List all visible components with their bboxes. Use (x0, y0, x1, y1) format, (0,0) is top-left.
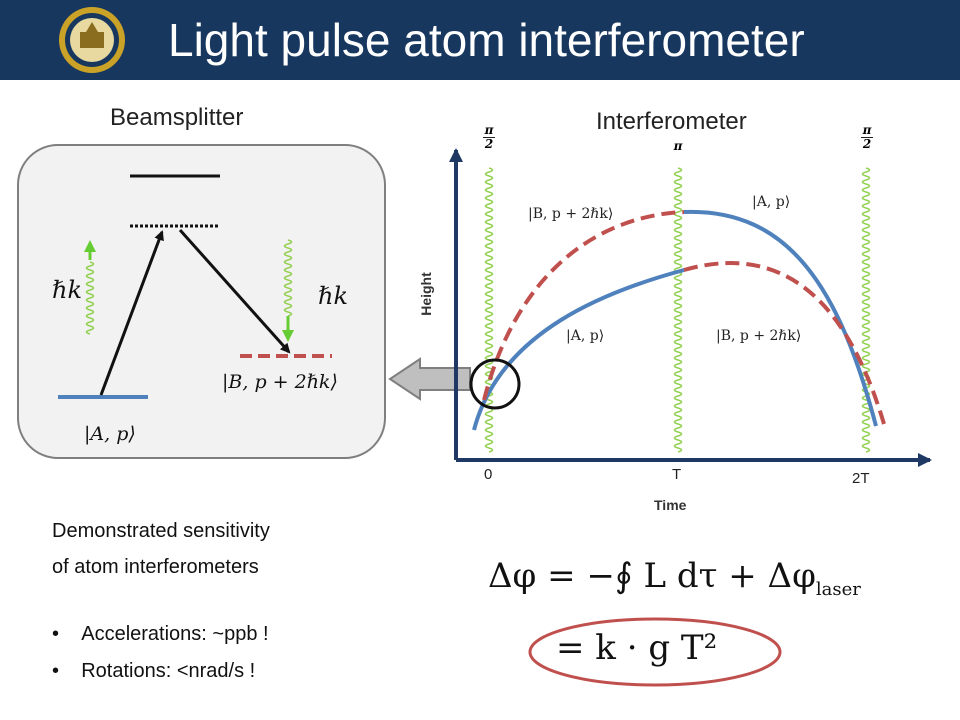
laser-pulse-0 (484, 167, 494, 453)
y-axis-label: Height (417, 272, 434, 316)
bullet-dot-icon: • (52, 623, 82, 645)
laser-pulse-2T (861, 167, 871, 453)
sensitivity-line-2: of atom interferometers (52, 556, 259, 578)
phase-equation-sub: laser (815, 578, 861, 600)
photon-label-left: ℏk (52, 276, 82, 304)
pulse-1-num: π (673, 139, 683, 153)
pulse-label-T: π (668, 140, 688, 153)
excited-state-label: |B, p + 2ℏk⟩ (222, 371, 338, 393)
page-title: Light pulse atom interferometer (168, 14, 805, 66)
phase-equation: Δφ = −∮ L dτ + Δφlaser (488, 556, 861, 600)
tick-label-T: T (672, 466, 682, 483)
bullet-accelerations-text: Accelerations: ~ppb ! (81, 623, 269, 645)
photon-wave-right (283, 239, 293, 317)
ground-state-label: |A, p⟩ (84, 423, 136, 445)
pulse-2-den: 2 (862, 137, 872, 151)
result-equation-text: = k · g T² (556, 628, 718, 668)
path-label-upper-left: |B, p + 2ℏk⟩ (528, 206, 614, 222)
beamsplitter-box (17, 144, 386, 459)
zoom-pointer-arrow (388, 357, 471, 401)
emission-arrow (178, 229, 291, 354)
university-seal-icon (59, 7, 125, 73)
title-banner (0, 0, 960, 80)
path-label-lower-right: |B, p + 2ℏk⟩ (716, 328, 802, 344)
laser-pulse-T (673, 167, 683, 453)
pulse-2-num: π (862, 123, 872, 137)
bullet-rotations: • Rotations: <nrad/s ! (52, 660, 255, 683)
absorption-arrow (99, 230, 164, 396)
beamsplitter-heading: Beamsplitter (110, 104, 244, 131)
result-highlight-oval (528, 617, 782, 687)
bullet-rotations-text: Rotations: <nrad/s ! (81, 660, 256, 682)
phase-equation-main: Δφ = −∮ L dτ + Δφ (488, 556, 816, 596)
tick-label-2T: 2T (852, 470, 870, 487)
pulse-0-num: π (484, 123, 494, 137)
tick-label-0: 0 (484, 466, 493, 483)
sensitivity-line-1: Demonstrated sensitivity (52, 520, 270, 542)
red-upper-path (482, 210, 685, 401)
interferometer-heading: Interferometer (596, 108, 747, 135)
pulse-label-2T: π 2 (857, 124, 877, 151)
pulse-0-den: 2 (484, 137, 494, 151)
blue-lower-path (472, 268, 685, 431)
result-equation: = k · g T² (556, 628, 717, 668)
x-axis-label: Time (654, 497, 687, 513)
diagram-canvas (17, 144, 932, 687)
photon-label-right: ℏk (318, 282, 348, 310)
path-label-upper-right: |A, p⟩ (752, 194, 791, 210)
bullet-accelerations: • Accelerations: ~ppb ! (52, 623, 269, 646)
photon-wave-left (85, 261, 95, 335)
beamsplitter-highlight-circle (469, 358, 521, 410)
pulse-label-0: π 2 (479, 124, 499, 151)
path-label-lower-left: |A, p⟩ (566, 328, 605, 344)
bullet-dot-icon: • (52, 660, 82, 682)
blue-upper-path (683, 209, 878, 427)
red-lower-path (683, 261, 886, 425)
